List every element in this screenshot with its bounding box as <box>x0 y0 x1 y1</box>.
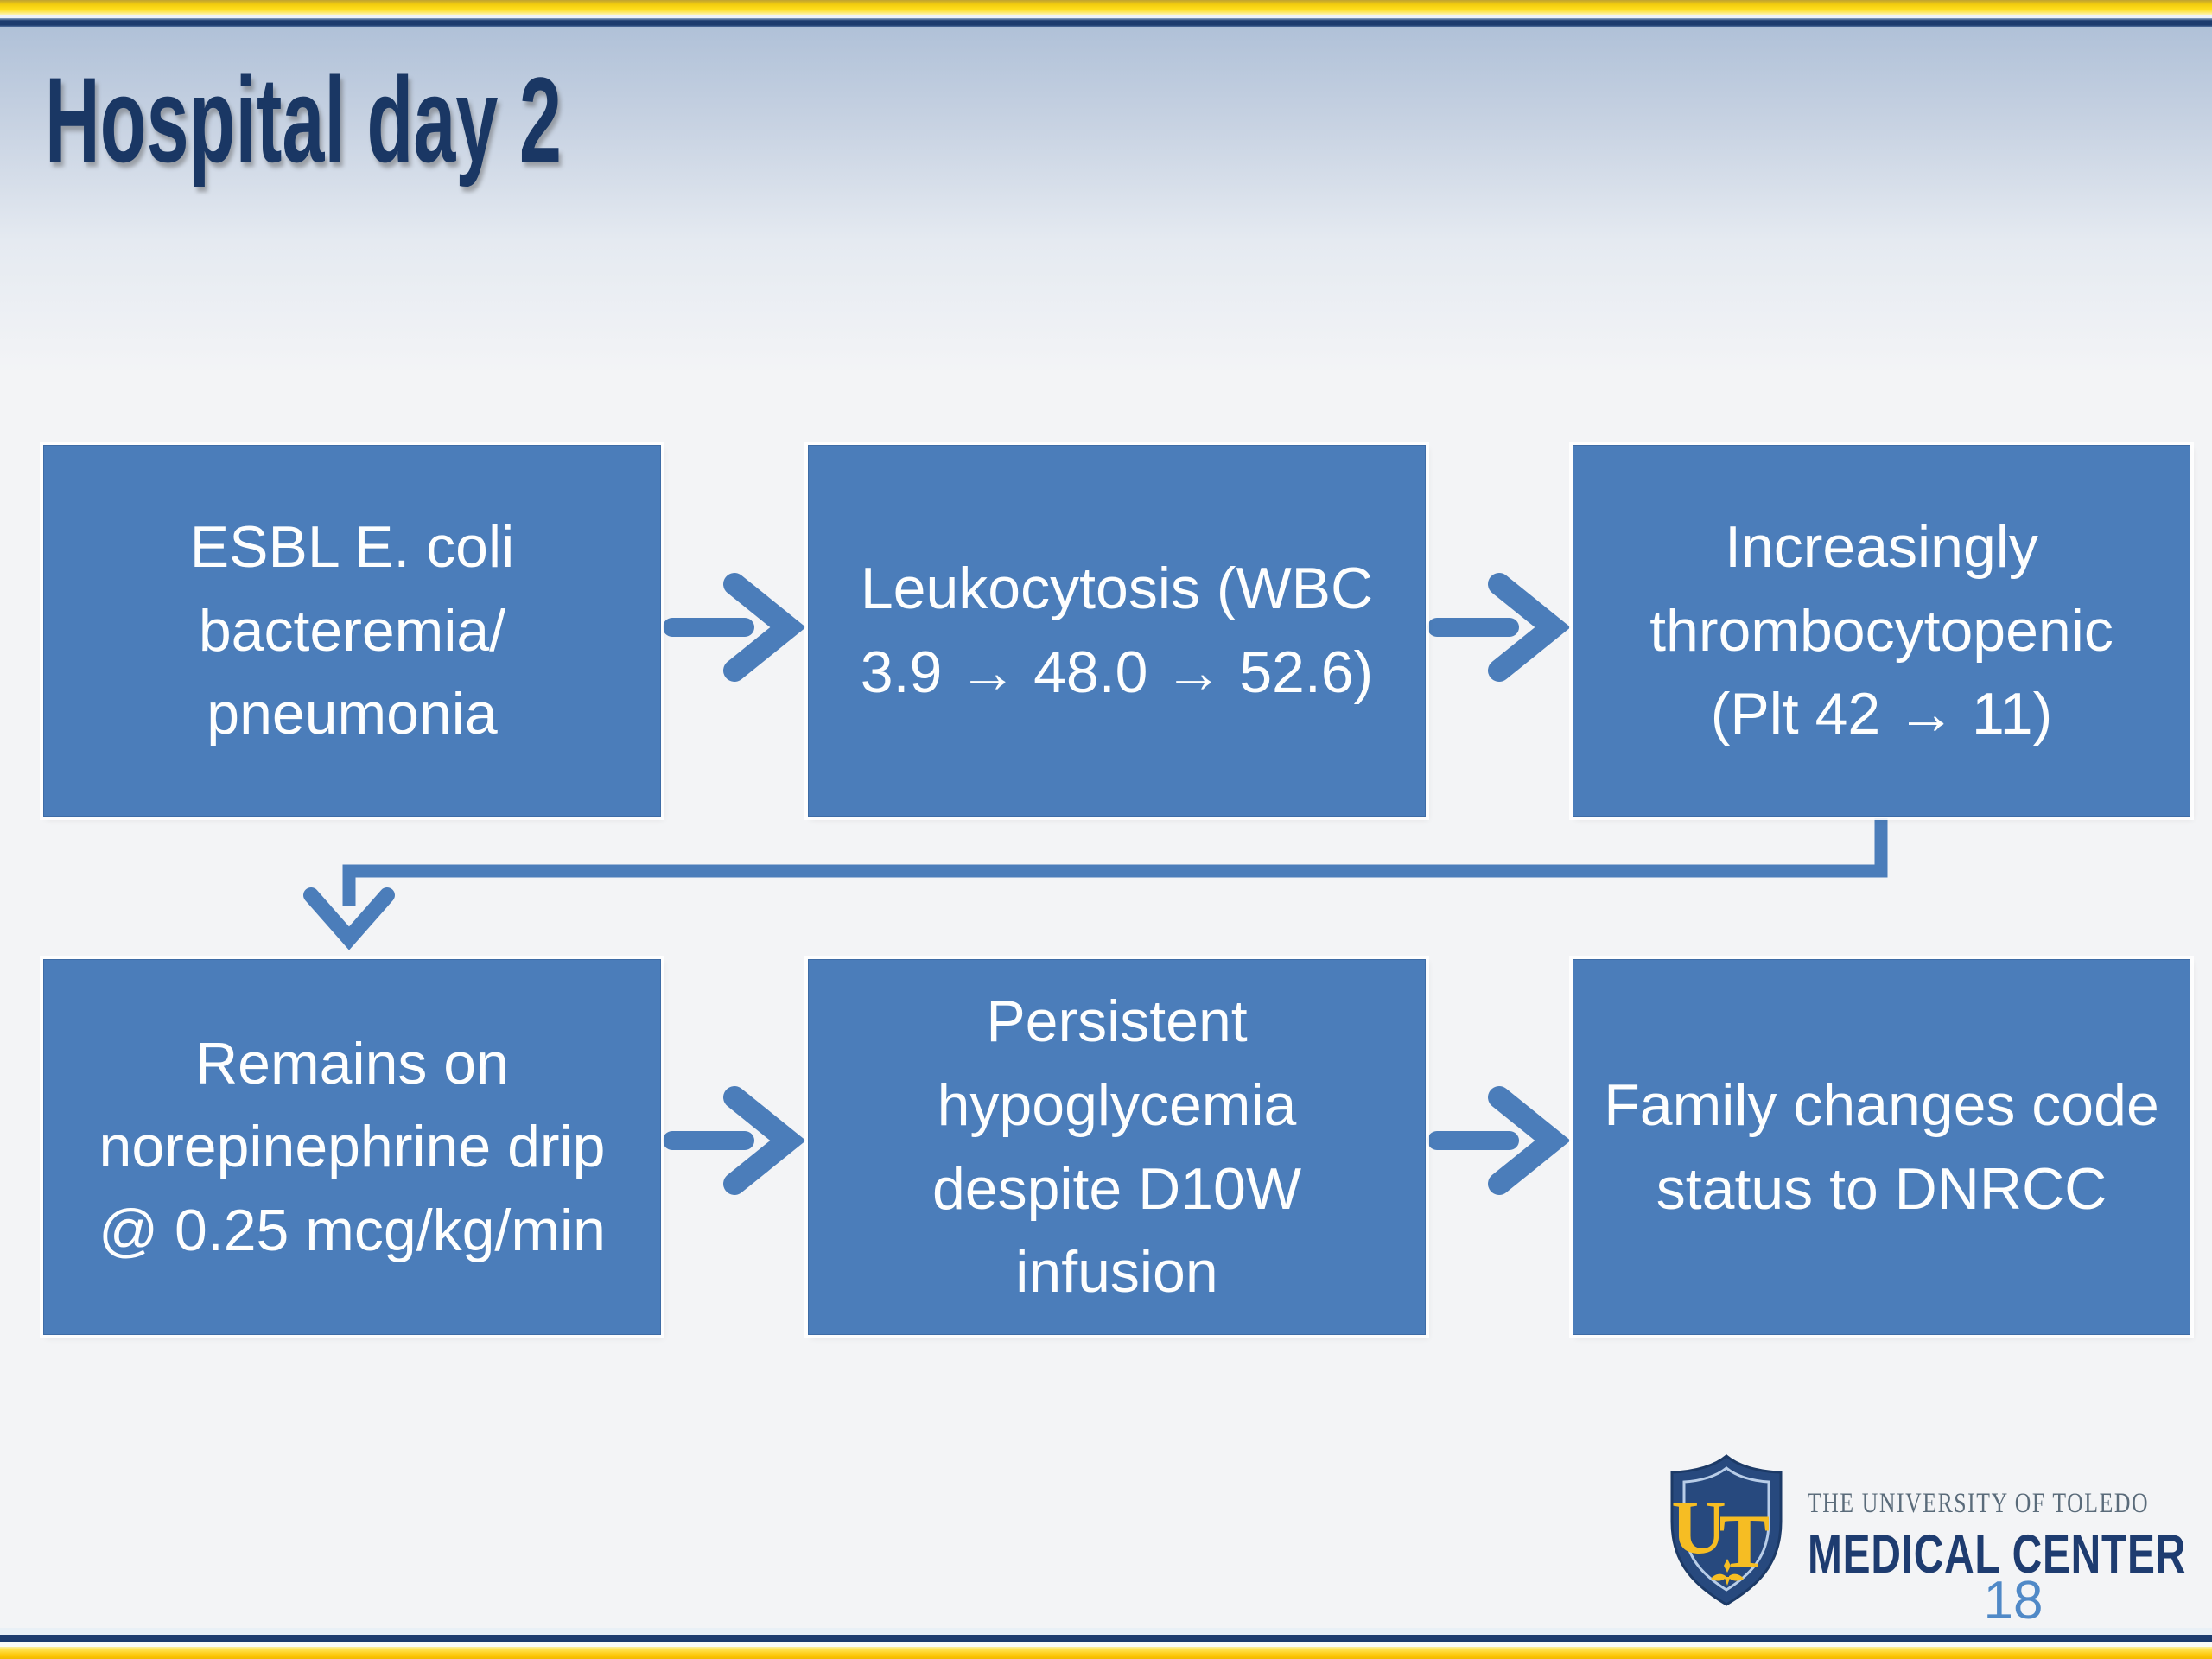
top-gap-line <box>0 15 2212 18</box>
ut-shield-logo-icon: U T <box>1670 1454 1783 1606</box>
flow-box-text: Family changes code status to DNRCC <box>1604 1071 2159 1222</box>
page-number: 18 <box>1983 1571 2044 1630</box>
shield-sprout-icon <box>1711 1559 1744 1586</box>
bottom-navy-bar <box>0 1635 2212 1642</box>
header-gradient-band <box>0 27 2212 372</box>
flow-box-norepinephrine-drip: Remains on norepinephrine drip @ 0.25 mc… <box>43 959 661 1335</box>
flow-box-code-status: Family changes code status to DNRCC <box>1573 959 2190 1335</box>
arrow-right-head-icon <box>723 573 806 682</box>
flow-box-text: Leukocytosis (WBC 3.9 → 48.0 → 52.6) <box>860 556 1374 705</box>
flow-box-text: Persistent hypoglycemia despite D10W inf… <box>931 988 1302 1306</box>
arrow-right-head-icon <box>1488 1086 1571 1195</box>
elbow-connector <box>342 818 1888 906</box>
page-title: Hospital day 2 <box>45 52 562 188</box>
logo-wordmark: THE UNIVERSITY OF TOLEDO MEDICAL CENTER <box>1808 1488 2212 1586</box>
arrow-down-head-icon <box>303 887 395 950</box>
top-navy-bar <box>0 18 2212 27</box>
logo-division-name: MEDICAL CENTER <box>1808 1524 2187 1585</box>
logo-institution-name: THE UNIVERSITY OF TOLEDO <box>1808 1488 2150 1519</box>
flow-box-thrombocytopenia: Increasingly thrombocytopenic (Plt 42 → … <box>1573 445 2190 817</box>
flow-box-text: ESBL E. coli bacteremia/ pneumonia <box>189 514 515 747</box>
flow-box-text: Remains on norepinephrine drip @ 0.25 mc… <box>99 1030 606 1263</box>
arrow-right-head-icon <box>1488 573 1571 682</box>
flow-box-text: Increasingly thrombocytopenic (Plt 42 → … <box>1649 514 2113 747</box>
arrow-right-head-icon <box>723 1086 806 1195</box>
bottom-gap-line <box>0 1628 2212 1635</box>
flow-box-hypoglycemia: Persistent hypoglycemia despite D10W inf… <box>808 959 1426 1335</box>
bottom-white-line <box>0 1642 2212 1647</box>
shield-inner-border <box>1682 1466 1770 1592</box>
flow-box-leukocytosis: Leukocytosis (WBC 3.9 → 48.0 → 52.6) <box>808 445 1426 817</box>
bottom-gold-bar <box>0 1647 2212 1659</box>
flow-box-esbl-bacteremia: ESBL E. coli bacteremia/ pneumonia <box>43 445 661 817</box>
top-gold-bar <box>0 0 2212 15</box>
monogram-letter-u: U <box>1671 1486 1726 1570</box>
